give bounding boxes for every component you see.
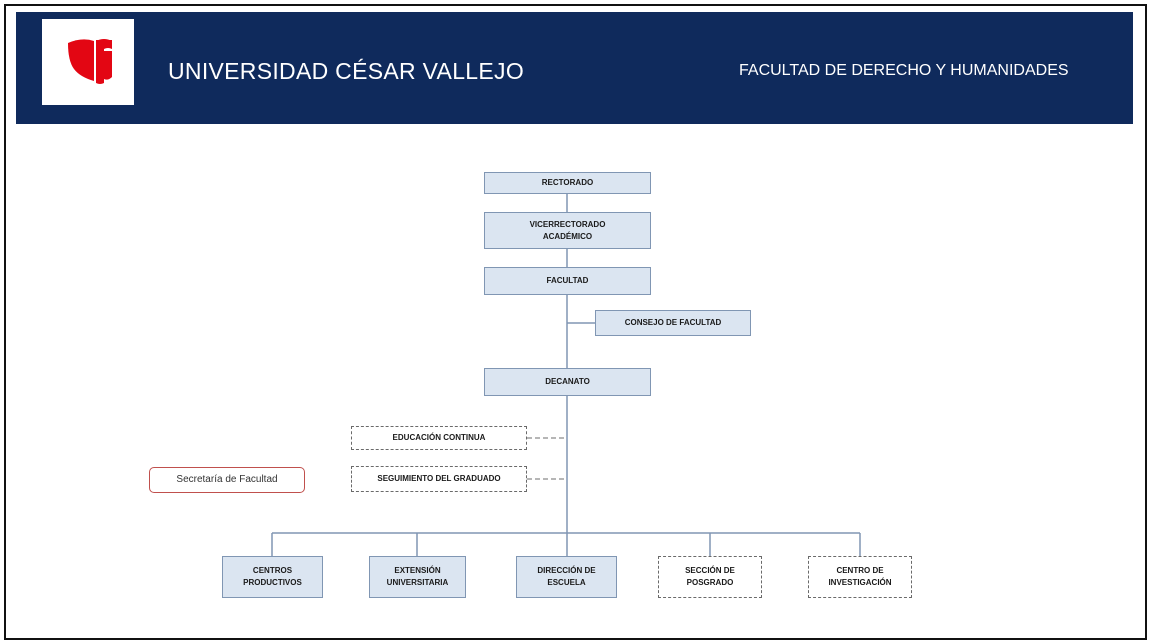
node-extension-universitaria: EXTENSIÓN UNIVERSITARIA — [369, 556, 466, 598]
node-facultad: FACULTAD — [484, 267, 651, 295]
university-name: UNIVERSIDAD CÉSAR VALLEJO — [168, 58, 525, 84]
node-seguimiento-graduado: SEGUIMIENTO DEL GRADUADO — [351, 466, 527, 492]
node-direccion-escuela: DIRECCIÓN DE ESCUELA — [516, 556, 617, 598]
node-educacion-continua: EDUCACIÓN CONTINUA — [351, 426, 527, 450]
ucv-shield-logo-icon — [68, 39, 112, 84]
header-bar — [16, 12, 1133, 124]
logo-container — [42, 19, 134, 105]
node-centros-productivos: CENTROS PRODUCTIVOS — [222, 556, 323, 598]
node-consejo: CONSEJO DE FACULTAD — [595, 310, 751, 336]
node-decanato: DECANATO — [484, 368, 651, 396]
node-rectorado: RECTORADO — [484, 172, 651, 194]
node-vicerrectorado: VICERRECTORADO ACADÉMICO — [484, 212, 651, 249]
faculty-name: FACULTAD DE DERECHO Y HUMANIDADES — [739, 62, 1069, 79]
node-secretaria: Secretaría de Facultad — [149, 467, 305, 493]
node-seccion-posgrado: SECCIÓN DE POSGRADO — [658, 556, 762, 598]
node-centro-investigacion: CENTRO DE INVESTIGACIÓN — [808, 556, 912, 598]
